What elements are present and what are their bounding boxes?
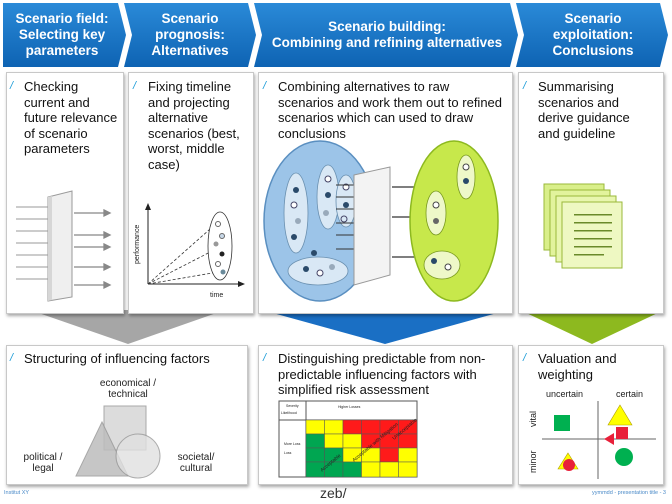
blue-arrow [262, 310, 508, 344]
valuation-vital: vital [528, 411, 538, 427]
bullet-icon: / [263, 352, 267, 364]
venn-label-left: political / legal [23, 452, 63, 474]
phase-4-title: Scenario exploitation: Conclusions [552, 10, 634, 58]
phase-1-title: Scenario field: Selecting key parameters [15, 10, 109, 58]
phase-1-text: Checking current and future relevance of… [24, 79, 118, 156]
phase-chevrons [3, 3, 668, 67]
venn-label-right: societal/ cultural [177, 452, 215, 474]
phase-1-chevron [3, 3, 126, 67]
phase-4-chevron [516, 3, 668, 67]
risk-row-more-loss: More Loss [284, 442, 301, 446]
risk-matrix: Severity Likelihood Higher Losses More L… [278, 400, 418, 478]
valuation-certain: certain [616, 389, 643, 399]
phase-3-text: Combining alternatives to raw scenarios … [278, 79, 503, 141]
red-square-shape [616, 427, 628, 439]
projection-chart: performance time [134, 203, 245, 299]
phase-4-text: Summarising scenarios and derive guidanc… [538, 79, 630, 141]
green-circle-shape [615, 448, 633, 466]
documents-stack-icon [543, 183, 623, 269]
bullet-icon: / [523, 80, 527, 92]
bottom-2-text: Distinguishing predictable from non- pre… [278, 351, 486, 397]
venn-label-top: economical / technical [99, 378, 157, 400]
grey-arrow [30, 310, 225, 344]
green-arrow [520, 310, 664, 344]
bullet-icon: / [263, 80, 267, 92]
influence-venn-diagram [75, 405, 161, 479]
phase-2-text: Fixing timeline and projecting alternati… [148, 79, 240, 172]
phase-3-title: Scenario building: Combining and refinin… [271, 18, 503, 50]
chart-xlabel: time [210, 292, 223, 299]
valuation-minor: minor [528, 450, 538, 473]
section-arrows [30, 310, 664, 344]
bullet-icon: / [10, 80, 14, 92]
red-circle-shape [563, 459, 575, 471]
footer-left: Institut XY [4, 490, 30, 496]
footer-logo: zeb/ [320, 485, 347, 501]
risk-row-header: Severity [286, 404, 299, 408]
parameter-sheet-graphic [16, 190, 112, 302]
bottom-1-text: Structuring of influencing factors [24, 351, 210, 366]
green-square-shape [554, 415, 570, 431]
valuation-uncertain: uncertain [546, 389, 583, 399]
risk-row-loss: Loss [284, 451, 292, 455]
bullet-icon: / [133, 80, 137, 92]
phase-2-title: Scenario prognosis: Alternatives [151, 10, 229, 58]
panel-prognosis [128, 72, 254, 314]
chart-ylabel: performance [134, 225, 141, 264]
phase-2-chevron [124, 3, 256, 67]
phase-3-chevron [254, 3, 518, 67]
panel-valuation [518, 345, 664, 485]
valuation-grid: uncertain certain vital minor [528, 389, 656, 479]
bottom-3-text: Valuation and weighting [538, 351, 617, 382]
footer-right: yymmdd - presentation title - 3 [592, 490, 666, 496]
scenario-building-graphic [263, 140, 499, 302]
bullet-icon: / [10, 352, 14, 364]
red-triangle-shape [604, 433, 614, 445]
yellow-triangle-shape [607, 404, 633, 426]
bullet-icon: / [523, 352, 527, 364]
risk-col-header: Higher Losses [338, 405, 361, 409]
risk-likelihood-label: Likelihood [281, 411, 297, 415]
